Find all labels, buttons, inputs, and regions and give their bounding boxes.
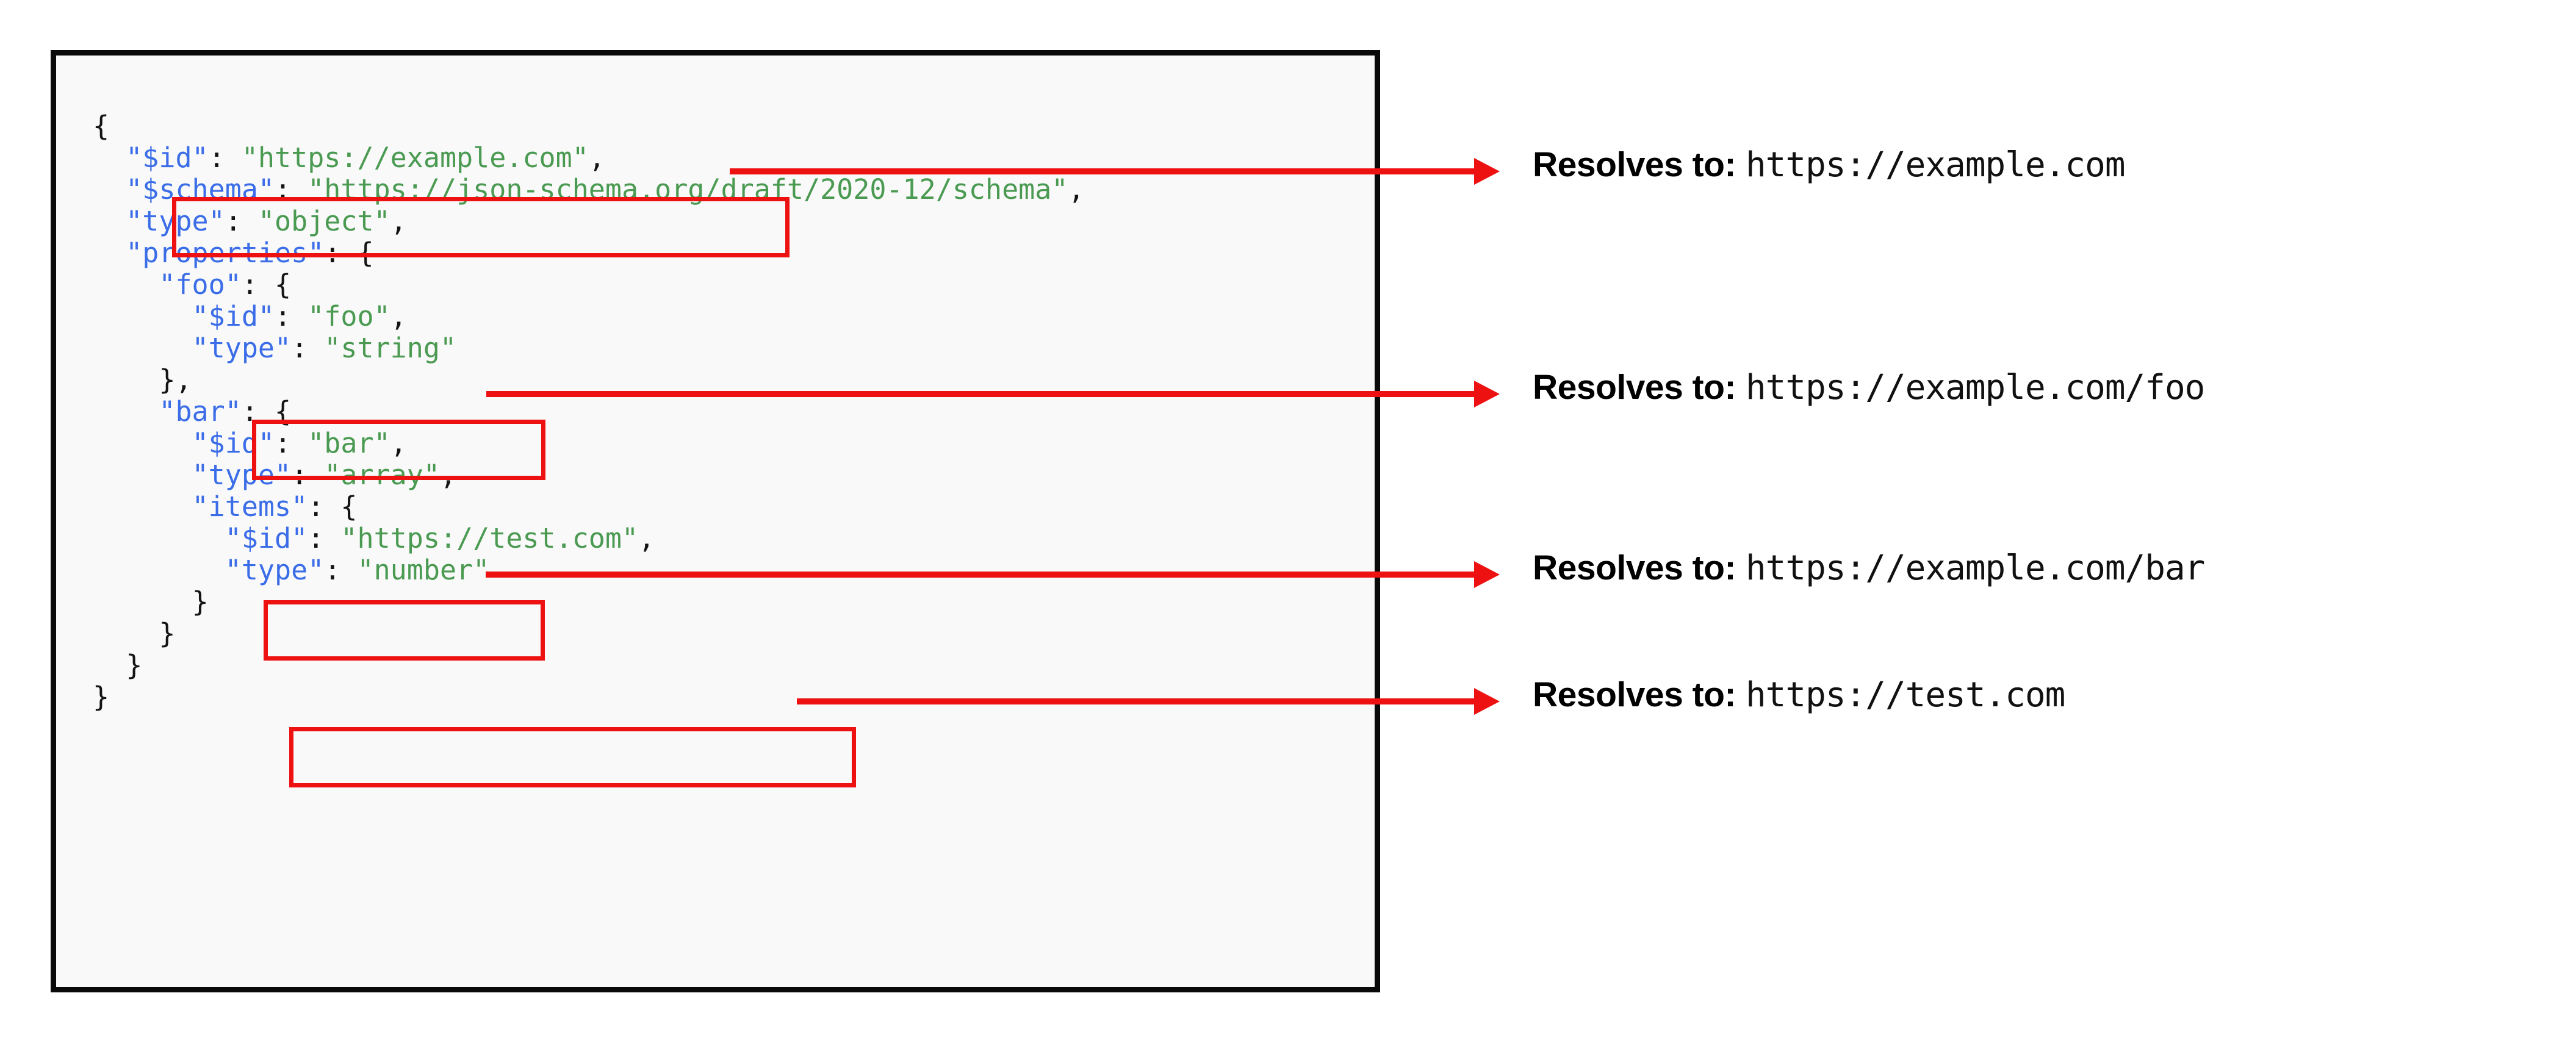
code-token-string: "string" xyxy=(324,332,457,364)
code-token-string: "bar" xyxy=(308,427,390,459)
code-token-key: "foo" xyxy=(159,268,242,301)
code-line: "type": "object", xyxy=(93,206,1085,237)
code-token-sep: : xyxy=(324,554,358,586)
code-token-trail: { xyxy=(357,237,374,269)
code-token-sep: : xyxy=(275,300,308,332)
resolves-to-label: Resolves to: xyxy=(1533,548,1736,587)
code-token-sep: : xyxy=(225,205,258,237)
code-token-string: "foo" xyxy=(308,300,390,332)
code-token-trail: , xyxy=(390,205,407,237)
code-panel: { "$id": "https://example.com", "$schema… xyxy=(51,50,1380,992)
code-token-sep: : xyxy=(275,173,308,206)
code-token-key: "$id" xyxy=(192,427,275,459)
code-line: "properties": { xyxy=(93,237,1085,269)
resolves-to-label: Resolves to: xyxy=(1533,675,1736,714)
code-token-brace: } xyxy=(159,617,176,650)
code-line: "type": "number" xyxy=(93,554,1085,586)
code-line: } xyxy=(93,681,1085,713)
code-token-brace: { xyxy=(93,110,110,142)
code-token-sep: : xyxy=(241,268,275,301)
code-token-key: "$id" xyxy=(126,142,209,174)
code-token-sep: : xyxy=(275,427,308,459)
code-token-brace: } xyxy=(192,586,209,618)
highlight-box-id-items xyxy=(289,727,856,787)
arrow-to-resolution-1 xyxy=(730,158,1500,185)
code-token-trail: , xyxy=(390,300,407,332)
code-token-sep: : xyxy=(291,332,325,364)
json-code-block: { "$id": "https://example.com", "$schema… xyxy=(93,110,1085,713)
arrow-to-resolution-2 xyxy=(486,381,1500,407)
resolution-annotation-2: Resolves to: https://example.com/foo xyxy=(1533,367,2205,407)
code-token-sep: : xyxy=(241,395,275,428)
code-token-key: "type" xyxy=(225,554,325,586)
code-token-key: "bar" xyxy=(159,395,242,428)
code-token-trail: , xyxy=(439,459,457,491)
code-token-sep: : xyxy=(308,522,341,554)
resolved-url: https://example.com xyxy=(1745,145,2126,185)
code-token-key: "properties" xyxy=(126,237,325,269)
code-line: } xyxy=(93,586,1085,618)
arrow-to-resolution-4 xyxy=(797,688,1500,715)
code-line: "$id": "https://test.com", xyxy=(93,523,1085,554)
code-line: "$id": "foo", xyxy=(93,301,1085,332)
code-token-key: "type" xyxy=(192,332,292,364)
code-token-key: "type" xyxy=(126,205,225,237)
code-token-sep: : xyxy=(208,142,242,174)
code-token-string: "object" xyxy=(257,205,390,237)
code-token-trail: , xyxy=(1068,173,1085,206)
code-token-sep: : xyxy=(324,237,358,269)
resolution-annotation-1: Resolves to: https://example.com xyxy=(1533,145,2126,185)
code-line: "foo": { xyxy=(93,269,1085,301)
code-line: "type": "string" xyxy=(93,332,1085,364)
code-token-key: "$schema" xyxy=(126,173,275,206)
code-token-trail: { xyxy=(275,268,292,301)
code-token-trail: { xyxy=(275,395,292,428)
code-token-key: "$id" xyxy=(225,522,308,554)
code-token-brace: } xyxy=(126,649,143,681)
code-token-trail: , xyxy=(390,427,407,459)
resolved-url: https://example.com/bar xyxy=(1745,548,2205,588)
resolves-to-label: Resolves to: xyxy=(1533,145,1736,184)
code-line: "type": "array", xyxy=(93,459,1085,491)
code-token-brace: } xyxy=(93,681,110,713)
code-line: "items": { xyxy=(93,491,1085,523)
code-token-string: "array" xyxy=(324,459,440,491)
code-token-sep: : xyxy=(308,490,341,523)
code-token-string: "https://example.com" xyxy=(241,142,589,174)
code-token-trail: , xyxy=(638,522,655,554)
code-token-trail: { xyxy=(340,490,358,523)
resolution-annotation-3: Resolves to: https://example.com/bar xyxy=(1533,548,2205,588)
code-line: } xyxy=(93,618,1085,650)
resolves-to-label: Resolves to: xyxy=(1533,368,1736,407)
code-token-key: "type" xyxy=(192,459,292,491)
code-token-string: "https://json-schema.org/draft/2020-12/s… xyxy=(308,173,1068,206)
code-line: "$schema": "https://json-schema.org/draf… xyxy=(93,173,1085,206)
resolved-url: https://test.com xyxy=(1745,675,2065,715)
code-token-key: "items" xyxy=(192,490,308,523)
code-token-sep: : xyxy=(291,459,325,491)
code-line: } xyxy=(93,650,1085,681)
code-token-brace: }, xyxy=(159,364,192,396)
code-token-key: "$id" xyxy=(192,300,275,332)
code-token-string: "number" xyxy=(357,554,490,586)
resolution-annotation-4: Resolves to: https://test.com xyxy=(1533,675,2065,715)
code-line: }, xyxy=(93,364,1085,396)
code-token-string: "https://test.com" xyxy=(340,522,639,554)
code-line: "$id": "bar", xyxy=(93,428,1085,459)
code-token-trail: , xyxy=(588,142,605,174)
resolved-url: https://example.com/foo xyxy=(1745,368,2205,407)
code-line: "$id": "https://example.com", xyxy=(93,142,1085,174)
code-line: "bar": { xyxy=(93,396,1085,428)
code-line: { xyxy=(93,110,1085,142)
arrow-to-resolution-3 xyxy=(486,561,1500,588)
